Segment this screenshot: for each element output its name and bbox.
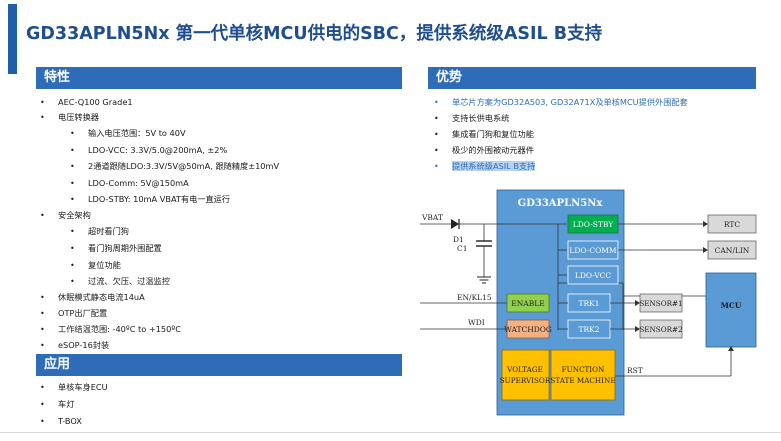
list-item: •看门狗周期外围配置 <box>70 243 162 253</box>
ldo-vcc-block <box>567 265 619 285</box>
d1-label: D1 <box>453 235 464 244</box>
list-item: •eSOP-16封装 <box>40 340 110 350</box>
list-item: •LDO-Comm: 5V@150mA <box>70 178 189 188</box>
rtc-block <box>707 214 757 234</box>
list-item: •AEC-Q100 Grade1 <box>40 97 133 107</box>
features-header: 特性 <box>36 67 402 89</box>
list-item: •集成看门狗和复位功能 <box>434 129 534 139</box>
watchdog-block <box>506 319 550 339</box>
voltage-supervisor-label-line2: SUPERVISOR <box>500 376 551 385</box>
can-lin-block <box>707 240 757 260</box>
sensor1-block <box>639 293 683 313</box>
sensor2-block <box>639 319 683 339</box>
can-lin-label: CAN/LIN <box>715 246 750 255</box>
list-item: •休眠模式静态电流14uA <box>40 292 145 302</box>
list-item: •极少的外围被动元器件 <box>434 145 534 155</box>
list-item: •单核车身ECU <box>40 382 108 392</box>
list-item: •LDO-STBY: 10mA VBAT有电一直运行 <box>70 194 231 204</box>
list-item: •支持长供电系统 <box>434 113 510 123</box>
mcu-block <box>705 272 757 348</box>
fsm-label-line2: STATE MACHINE <box>550 376 615 385</box>
page-title: GD33APLN5Nx 第一代单核MCU供电的SBC，提供系统级ASIL B支持 <box>26 24 603 44</box>
list-item: •安全架构 <box>40 210 91 220</box>
function-state-machine-block <box>550 349 616 401</box>
rst-label: RST <box>627 366 643 375</box>
list-item: •复位功能 <box>70 260 121 270</box>
block-diagram: GD33APLN5Nx VBAT D1 C1 LDO-STBY LDO-COMM… <box>417 184 767 420</box>
list-item: •单芯片方案为GD32A503, GD32A71X及单核MCU提供外围配套 <box>434 97 688 107</box>
advantages-header: 优势 <box>428 67 756 89</box>
rtc-label: RTC <box>724 220 741 229</box>
ldo-stby-label: LDO-STBY <box>573 220 614 229</box>
enable-label: ENABLE <box>511 299 544 308</box>
wdi-label: WDI <box>468 318 485 327</box>
footer-divider <box>0 432 781 433</box>
watchdog-label: WATCHDOG <box>504 325 552 334</box>
diode-symbol <box>451 219 459 229</box>
c1-label: C1 <box>457 244 468 253</box>
vbat-label: VBAT <box>421 213 443 222</box>
list-item: •提供系统级ASIL B支持 <box>434 161 536 171</box>
chip-name: GD33APLN5Nx <box>518 198 604 209</box>
list-item: •工作结温范围: -40ºC to +150ºC <box>40 324 181 334</box>
list-item: •T-BOX <box>40 416 82 426</box>
en-kl15-label: EN/KL15 <box>457 293 492 302</box>
voltage-supervisor-block <box>501 349 550 401</box>
list-item: •超时看门狗 <box>70 226 129 236</box>
trk2-label: TRK2 <box>578 325 599 334</box>
list-item: •过流、欠压、过温监控 <box>70 276 170 286</box>
list-item: •LDO-VCC: 3.3V/5.0@200mA, ±2% <box>70 145 228 155</box>
applications-header: 应用 <box>36 354 402 376</box>
list-item: •电压转换器 <box>40 112 99 122</box>
trk1-label: TRK1 <box>578 299 599 308</box>
sensor2-label: SENSOR#2 <box>639 325 682 334</box>
list-item: •车灯 <box>40 399 75 409</box>
enable-block <box>506 293 550 313</box>
list-item: •2通道跟随LDO:3.3V/5V@50mA, 跟随精度±10mV <box>70 161 280 171</box>
title-accent-bar <box>8 4 17 74</box>
list-item: •输入电压范围：5V to 40V <box>70 128 186 138</box>
voltage-supervisor-label-line1: VOLTAGE <box>506 365 543 374</box>
list-item: •OTP出厂配置 <box>40 308 108 318</box>
ldo-comm-label: LDO-COMM <box>569 246 617 255</box>
mcu-label: MCU <box>721 301 742 310</box>
ldo-vcc-label: LDO-VCC <box>575 271 612 280</box>
sensor1-label: SENSOR#1 <box>639 299 682 308</box>
fsm-label-line1: FUNCTION <box>562 365 605 374</box>
